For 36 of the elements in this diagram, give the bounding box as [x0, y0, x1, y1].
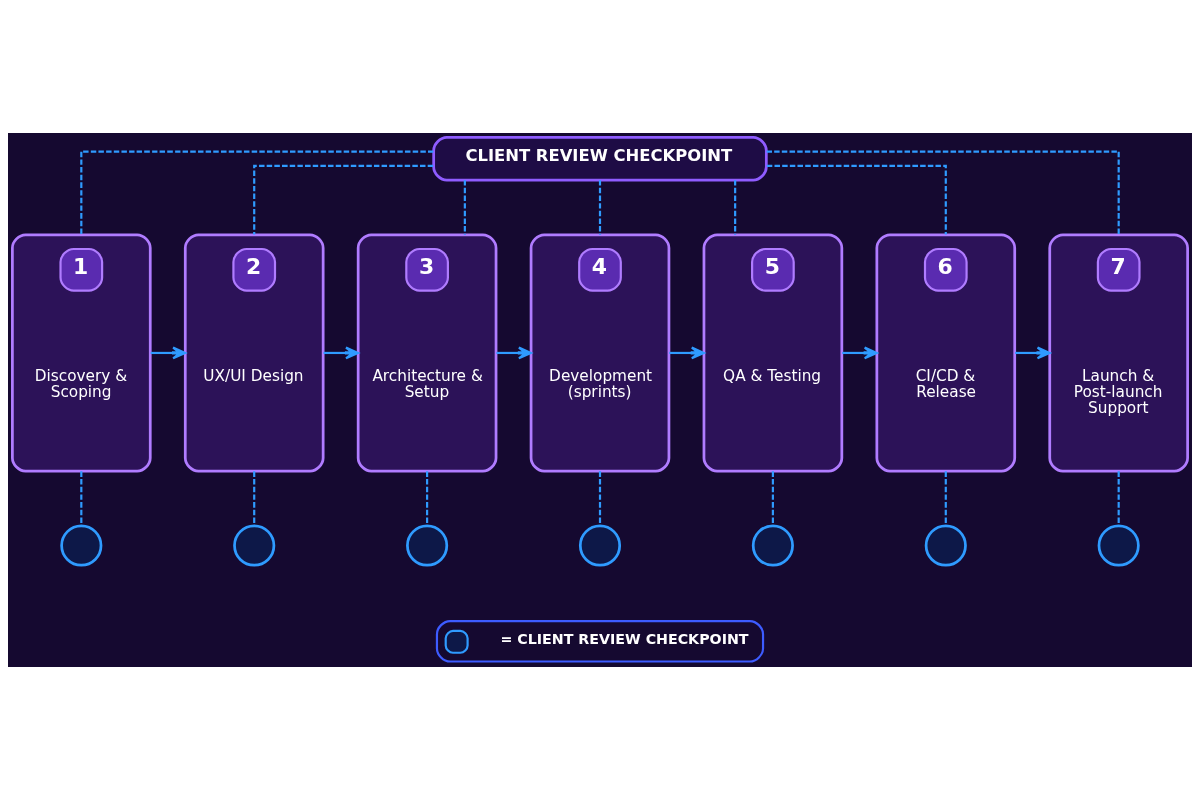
connector [253, 471, 256, 526]
arrow [842, 346, 878, 360]
node-circle [924, 524, 967, 567]
connector [1117, 471, 1120, 526]
node-box: 3 Architecture & Setup [356, 233, 498, 473]
node-circle [60, 524, 103, 567]
connector [771, 471, 774, 526]
node-box: 6 CI/CD & Release [875, 233, 1017, 473]
connector [766, 150, 1120, 235]
connector [80, 150, 434, 235]
legend-label: = CLIENT REVIEW CHECKPOINT [500, 631, 749, 648]
connector [253, 164, 434, 235]
connector [463, 180, 466, 235]
connector [734, 180, 737, 235]
node-circle [578, 524, 622, 567]
node-circle [751, 524, 794, 567]
connector [598, 180, 602, 235]
node-circle [406, 524, 449, 567]
connector [598, 471, 602, 526]
connector [944, 471, 947, 526]
connector [80, 471, 83, 526]
arrow [496, 346, 533, 360]
node-box: 5 QA & Testing [702, 233, 844, 473]
connector [426, 471, 429, 526]
node-circle [1097, 524, 1140, 567]
node-box: 1 Discovery & Scoping [11, 233, 152, 473]
connector [766, 164, 947, 235]
node-box: CLIENT REVIEW CHECKPOINT [432, 136, 768, 182]
arrow [323, 346, 360, 360]
arrow [1015, 346, 1051, 360]
node-box: 7 Launch & Post-launch Support [1048, 233, 1189, 473]
arrow [150, 346, 187, 360]
node-box: 4 Development (sprints) [529, 233, 671, 473]
node-circle [233, 524, 276, 567]
arrow [669, 346, 705, 360]
node-box: 2 UX/UI Design [183, 233, 325, 473]
